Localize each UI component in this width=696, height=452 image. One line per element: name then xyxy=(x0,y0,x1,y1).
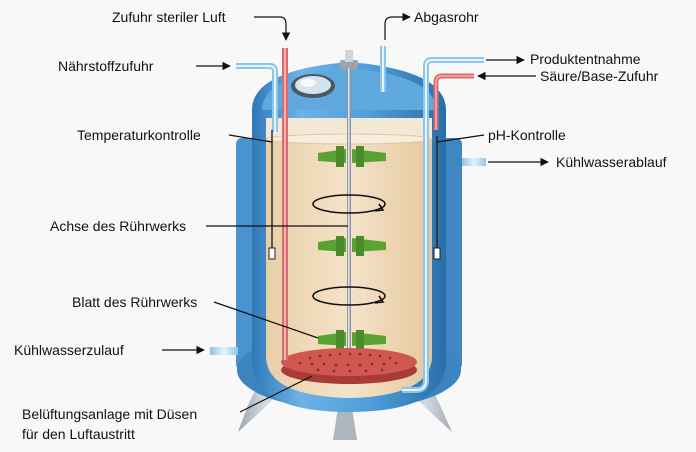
label-aeration-line2: für den Luftaustritt xyxy=(22,426,135,442)
rotation-arrows xyxy=(312,194,386,306)
label-temperature: Temperaturkontrolle xyxy=(77,127,201,143)
acid-base-pipe xyxy=(433,73,474,130)
label-shaft: Achse des Rührwerks xyxy=(50,218,186,234)
viewing-port xyxy=(291,74,335,98)
label-blade: Blatt des Rührwerks xyxy=(72,294,197,310)
label-cooling-in: Kühlwasserzulauf xyxy=(14,342,124,358)
agitator-blades xyxy=(318,146,386,350)
air-inlet-pipe xyxy=(282,48,288,360)
label-sterile-air: Zufuhr steriler Luft xyxy=(112,9,226,25)
impeller-middle xyxy=(318,236,386,256)
sparger xyxy=(281,348,417,384)
nutrient-pipe xyxy=(236,63,278,132)
label-exhaust: Abgasrohr xyxy=(414,9,479,25)
impeller-bottom xyxy=(318,330,386,350)
sensors xyxy=(268,130,441,260)
leader-lines xyxy=(162,12,549,413)
label-nutrients: Nährstoffzufuhr xyxy=(58,58,154,74)
label-ph: pH-Kontrolle xyxy=(488,127,566,143)
agitator-shaft xyxy=(340,50,358,353)
label-acid-base: Säure/Base-Zufuhr xyxy=(540,68,659,84)
label-cooling-out: Kühlwasserablauf xyxy=(556,154,667,170)
product-pipe xyxy=(402,57,484,393)
exhaust-pipe xyxy=(380,46,386,92)
impeller-top xyxy=(318,146,386,167)
label-product: Produktentnahme xyxy=(530,51,641,67)
label-aeration-line1: Belüftungsanlage mit Düsen xyxy=(22,406,197,422)
cooling-pipes xyxy=(210,158,486,355)
